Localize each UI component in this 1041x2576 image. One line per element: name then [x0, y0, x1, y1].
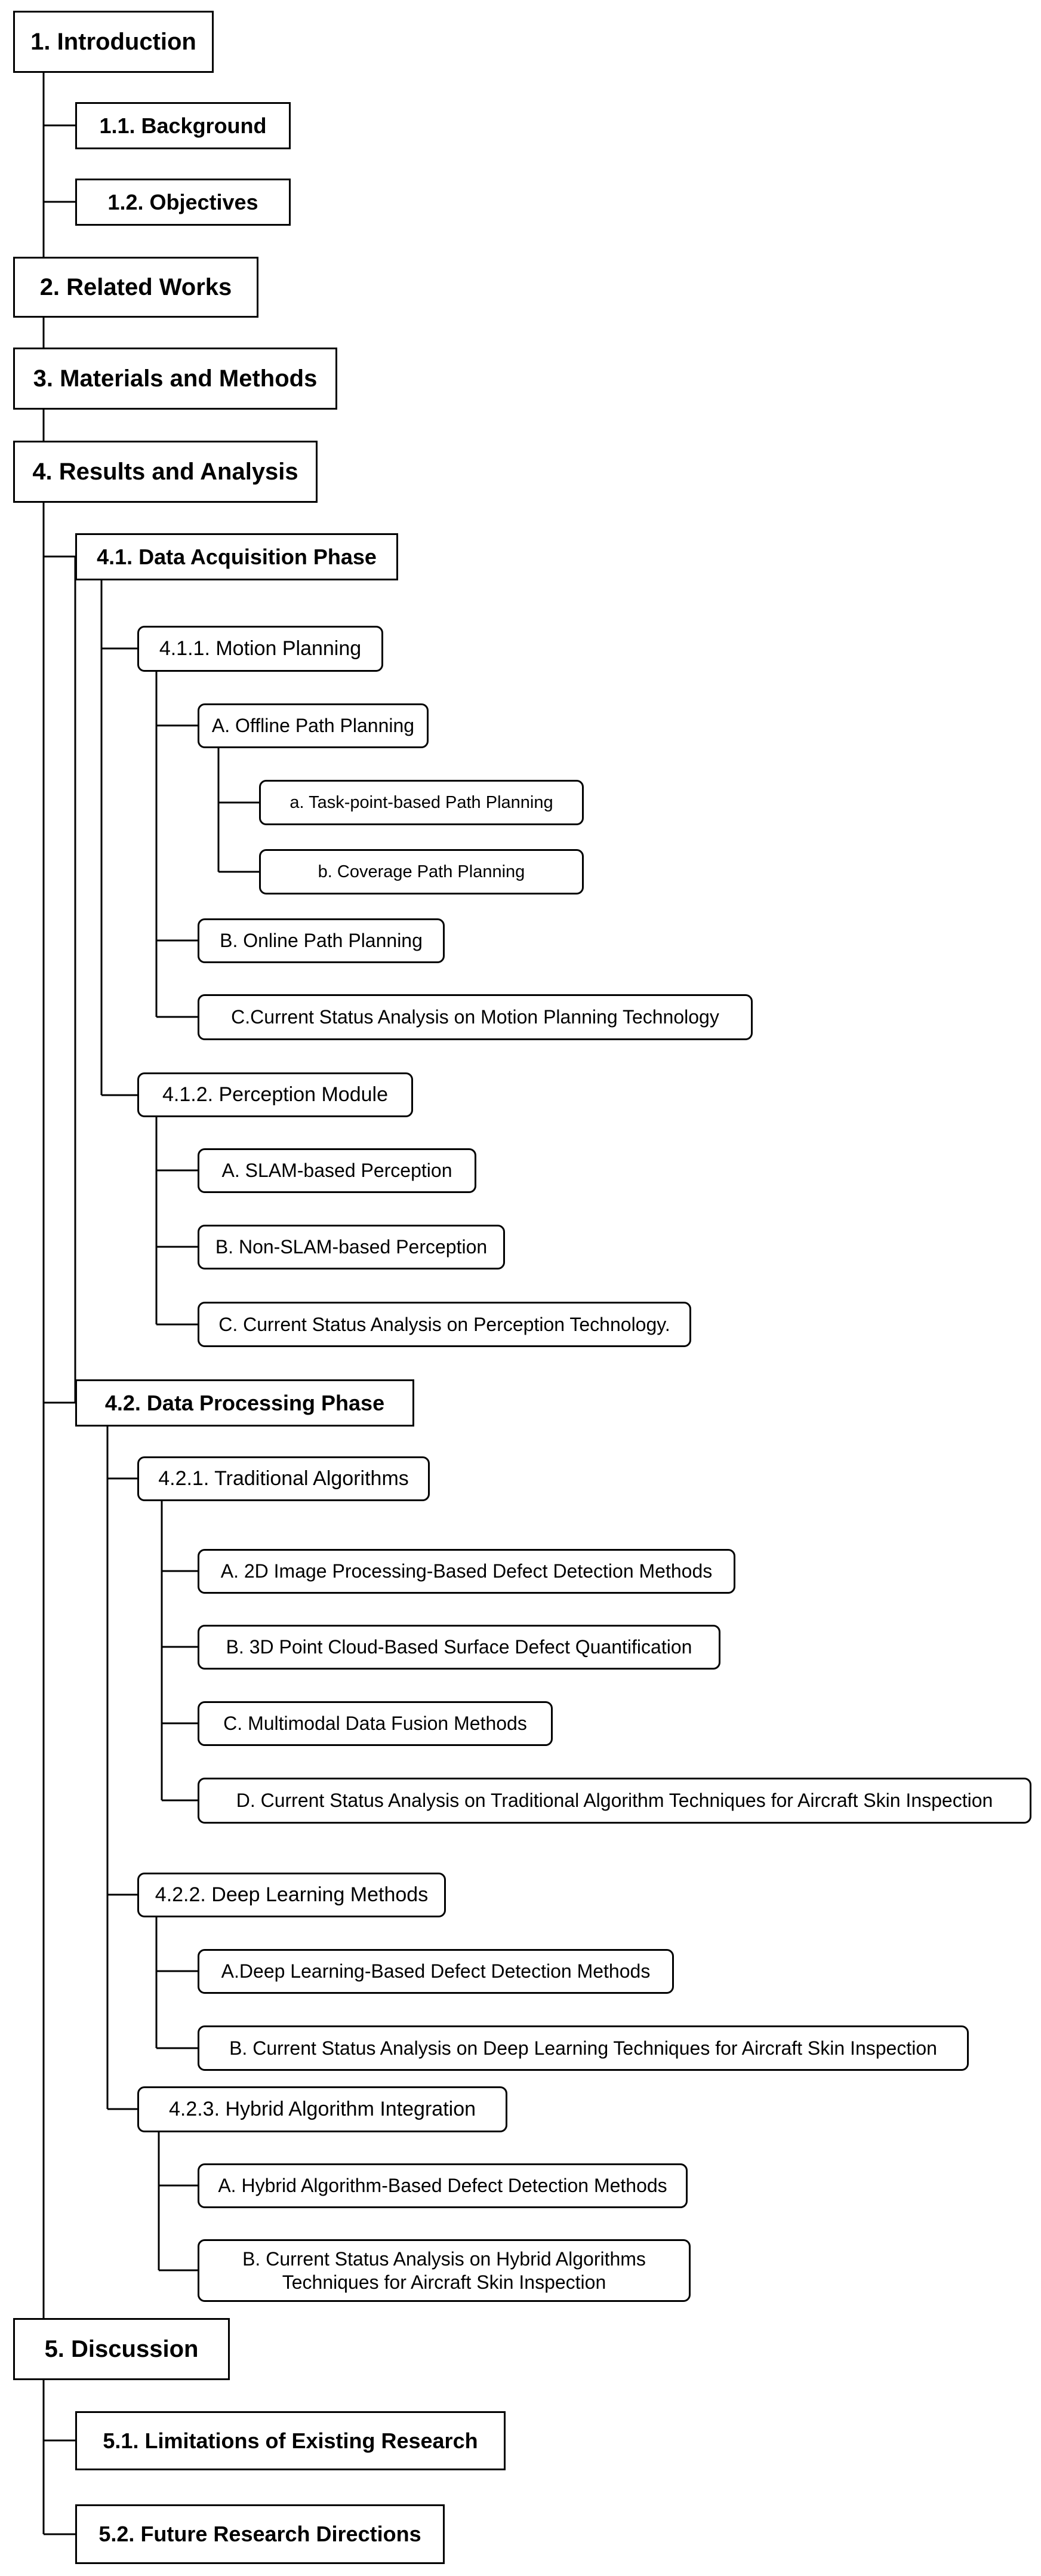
section-5-1-limitations-of-existing-research: 5.1. Limitations of Existing Research	[75, 2411, 506, 2470]
item-multimodal-data-fusion: C. Multimodal Data Fusion Methods	[198, 1701, 553, 1746]
section-4-results-and-analysis: 4. Results and Analysis	[13, 441, 318, 503]
item-coverage-path-planning: b. Coverage Path Planning	[259, 849, 584, 894]
item-perception-status-analysis: C. Current Status Analysis on Perception…	[198, 1302, 691, 1347]
section-1-2-objectives: 1.2. Objectives	[75, 179, 291, 226]
item-deep-learning-status-analysis: B. Current Status Analysis on Deep Learn…	[198, 2025, 969, 2071]
item-hybrid-algorithm-defect-detection: A. Hybrid Algorithm-Based Defect Detecti…	[198, 2163, 688, 2208]
section-4-2-2-deep-learning-methods: 4.2.2. Deep Learning Methods	[137, 1873, 446, 1917]
section-4-2-1-traditional-algorithms: 4.2.1. Traditional Algorithms	[137, 1456, 430, 1501]
item-online-path-planning: B. Online Path Planning	[198, 918, 445, 963]
section-2-related-works: 2. Related Works	[13, 257, 258, 318]
section-3-materials-and-methods: 3. Materials and Methods	[13, 348, 337, 410]
item-task-point-based-path-planning: a. Task-point-based Path Planning	[259, 780, 584, 825]
section-5-2-future-research-directions: 5.2. Future Research Directions	[75, 2504, 445, 2564]
section-1-1-background: 1.1. Background	[75, 102, 291, 149]
section-4-1-2-perception-module: 4.1.2. Perception Module	[137, 1072, 413, 1117]
item-traditional-algorithm-status-analysis: D. Current Status Analysis on Traditiona…	[198, 1778, 1031, 1824]
item-hybrid-algorithm-status-analysis-label: B. Current Status Analysis on Hybrid Alg…	[242, 2248, 646, 2293]
section-4-1-data-acquisition-phase: 4.1. Data Acquisition Phase	[75, 533, 398, 580]
section-1-introduction: 1. Introduction	[13, 11, 214, 73]
section-4-1-1-motion-planning: 4.1.1. Motion Planning	[137, 626, 383, 672]
item-offline-path-planning: A. Offline Path Planning	[198, 703, 429, 748]
item-deep-learning-defect-detection: A.Deep Learning-Based Defect Detection M…	[198, 1949, 674, 1994]
item-non-slam-based-perception: B. Non-SLAM-based Perception	[198, 1225, 505, 1269]
item-slam-based-perception: A. SLAM-based Perception	[198, 1148, 476, 1193]
section-4-2-3-hybrid-algorithm-integration: 4.2.3. Hybrid Algorithm Integration	[137, 2086, 507, 2132]
section-5-discussion: 5. Discussion	[13, 2318, 230, 2380]
item-2d-image-processing-defect-detection: A. 2D Image Processing-Based Defect Dete…	[198, 1549, 735, 1594]
item-3d-point-cloud-defect-quantification: B. 3D Point Cloud-Based Surface Defect Q…	[198, 1625, 720, 1670]
item-hybrid-algorithm-status-analysis: B. Current Status Analysis on Hybrid Alg…	[198, 2239, 691, 2302]
item-motion-planning-status-analysis: C.Current Status Analysis on Motion Plan…	[198, 994, 753, 1040]
section-4-2-data-processing-phase: 4.2. Data Processing Phase	[75, 1379, 414, 1427]
